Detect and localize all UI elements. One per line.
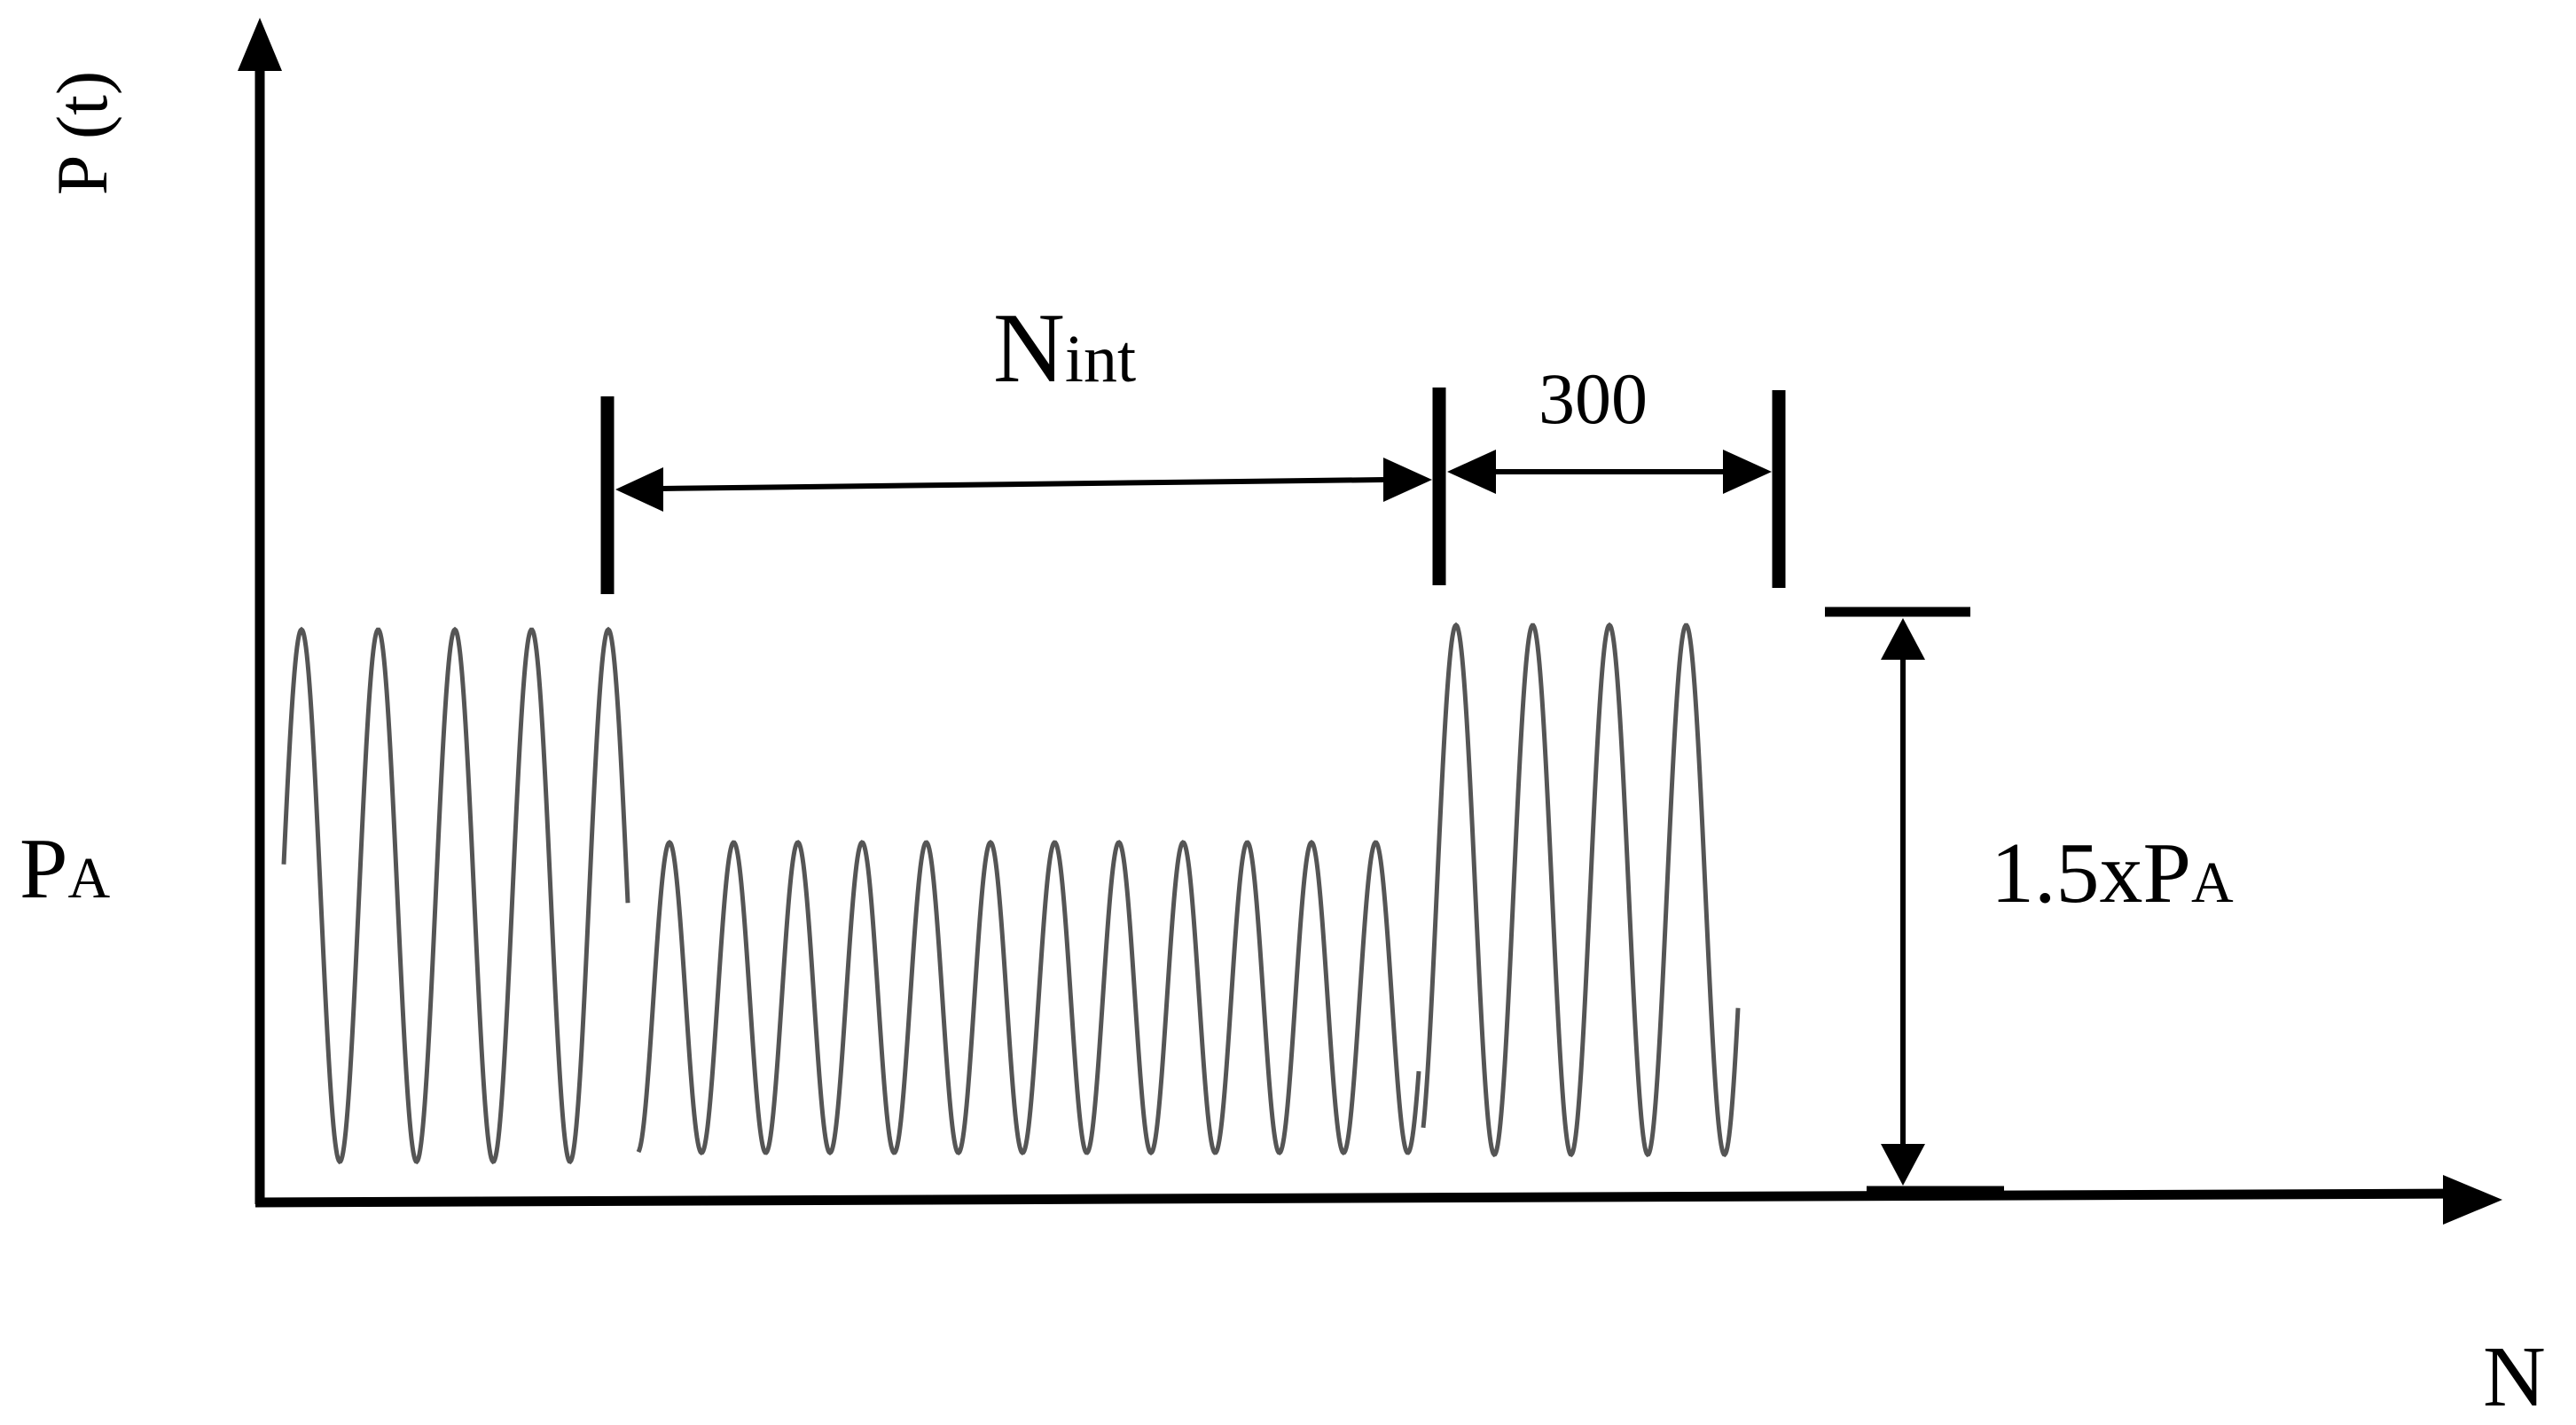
interval-dimension-line (660, 477, 1384, 491)
x-axis-arrowhead (2443, 1175, 2502, 1225)
overload-duration-dimension (1447, 390, 1786, 588)
level-label: PA (20, 821, 111, 917)
x-axis-label: N (2483, 1329, 2546, 1425)
interval-label-sub: int (1065, 322, 1136, 396)
x-axis-line (254, 1188, 2466, 1208)
interval-right-arrowhead (1383, 458, 1432, 502)
interval-label: Nint (993, 294, 1136, 403)
axes (254, 53, 2466, 1208)
overload-ratio-label: 1.5xPA (1991, 826, 2234, 921)
level-label-sub: A (68, 846, 111, 911)
overload-ratio-number: 1.5x (1991, 826, 2143, 921)
level-label-main: P (20, 821, 68, 917)
overload-ratio-sub: A (2191, 850, 2234, 915)
interval-label-main: N (993, 294, 1065, 403)
amplitude-bottom-arrowhead (1881, 1144, 1925, 1186)
base-amplitude-block (636, 839, 1421, 1156)
overload-duration-label: 300 (1539, 358, 1648, 439)
y-axis-arrowhead (238, 18, 282, 71)
amplitude-top-arrowhead (1881, 618, 1925, 660)
load-waveform (281, 622, 1741, 1164)
overload-right-arrowhead (1723, 450, 1772, 494)
interval-dimension (600, 388, 1446, 594)
overload-left-arrowhead (1447, 450, 1496, 494)
amplitude-dimension (1825, 607, 2004, 1196)
high-amplitude-block-2 (1421, 622, 1741, 1157)
high-amplitude-block-1 (281, 626, 630, 1164)
overload-ratio-p: P (2143, 826, 2192, 921)
y-axis-label: P (t) (42, 71, 122, 195)
interval-left-arrowhead (615, 467, 663, 512)
